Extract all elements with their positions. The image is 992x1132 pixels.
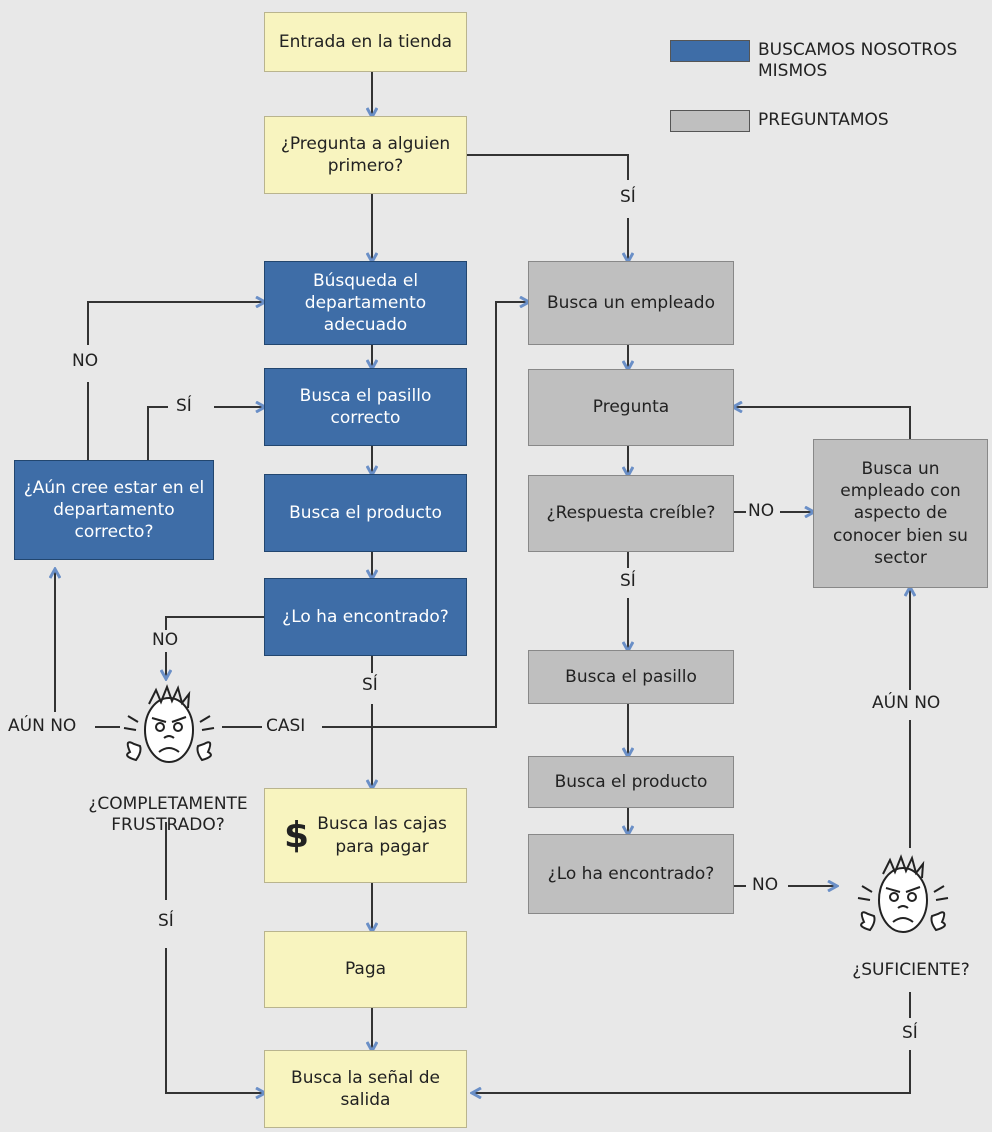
node-paga: Paga <box>264 931 467 1008</box>
node-entrada: Entrada en la tienda <box>264 12 467 72</box>
node-busca-empleado-aspecto: Busca un empleado con aspecto de conocer… <box>813 439 988 588</box>
legend-swatch-gray <box>670 110 750 132</box>
dollar-icon: $ <box>283 814 310 856</box>
node-busca-salida: Busca la señal de salida <box>264 1050 467 1128</box>
node-respuesta-creible: ¿Respuesta creíble? <box>528 475 734 552</box>
label-si-pregunta: SÍ <box>618 187 638 207</box>
label-si-departamento: SÍ <box>174 396 194 416</box>
label-aun-no-right: AÚN NO <box>870 693 943 713</box>
node-busca-pasillo: Busca el pasillo <box>528 650 734 704</box>
legend-swatch-blue <box>670 40 750 62</box>
label-no-encontrado-ask: NO <box>750 875 781 895</box>
node-busca-pasillo-correcto: Busca el pasillo correcto <box>264 368 467 446</box>
node-pregunta-primero: ¿Pregunta a alguien primero? <box>264 116 467 194</box>
node-busca-producto-self: Busca el producto <box>264 474 467 552</box>
label-casi: CASI <box>264 716 308 736</box>
label-si-encontrado-self: SÍ <box>360 675 380 695</box>
node-busca-cajas: $ Busca las cajas para pagar <box>264 788 467 883</box>
frustrated-face-icon <box>123 684 215 763</box>
label-completamente-frustrado: ¿COMPLETAMENTE FRUSTRADO? <box>88 794 248 836</box>
label-si-suficiente: SÍ <box>900 1023 920 1043</box>
label-no-encontrado-self: NO <box>150 630 181 650</box>
node-busca-empleado: Busca un empleado <box>528 261 734 345</box>
node-lo-ha-encontrado-ask: ¿Lo ha encontrado? <box>528 834 734 914</box>
node-busca-producto-ask: Busca el producto <box>528 756 734 808</box>
node-busqueda-departamento: Búsqueda el departamento adecuado <box>264 261 467 345</box>
label-aun-no-left: AÚN NO <box>6 716 79 736</box>
node-aun-cree: ¿Aún cree estar en el departamento corre… <box>14 460 214 560</box>
legend-text-self: BUSCAMOS NOSOTROS MISMOS <box>758 40 958 82</box>
label-no-respuesta: NO <box>746 501 777 521</box>
label-suficiente: ¿SUFICIENTE? <box>852 960 970 980</box>
node-lo-ha-encontrado-self: ¿Lo ha encontrado? <box>264 578 467 656</box>
frustrated-face-icon <box>857 854 949 933</box>
node-pregunta: Pregunta <box>528 369 734 446</box>
label-si-respuesta: SÍ <box>618 571 638 591</box>
label-no-departamento: NO <box>70 351 101 371</box>
node-busca-cajas-label: Busca las cajas para pagar <box>317 814 447 857</box>
label-si-frustrado: SÍ <box>156 911 176 931</box>
legend-text-ask: PREGUNTAMOS <box>758 110 889 130</box>
